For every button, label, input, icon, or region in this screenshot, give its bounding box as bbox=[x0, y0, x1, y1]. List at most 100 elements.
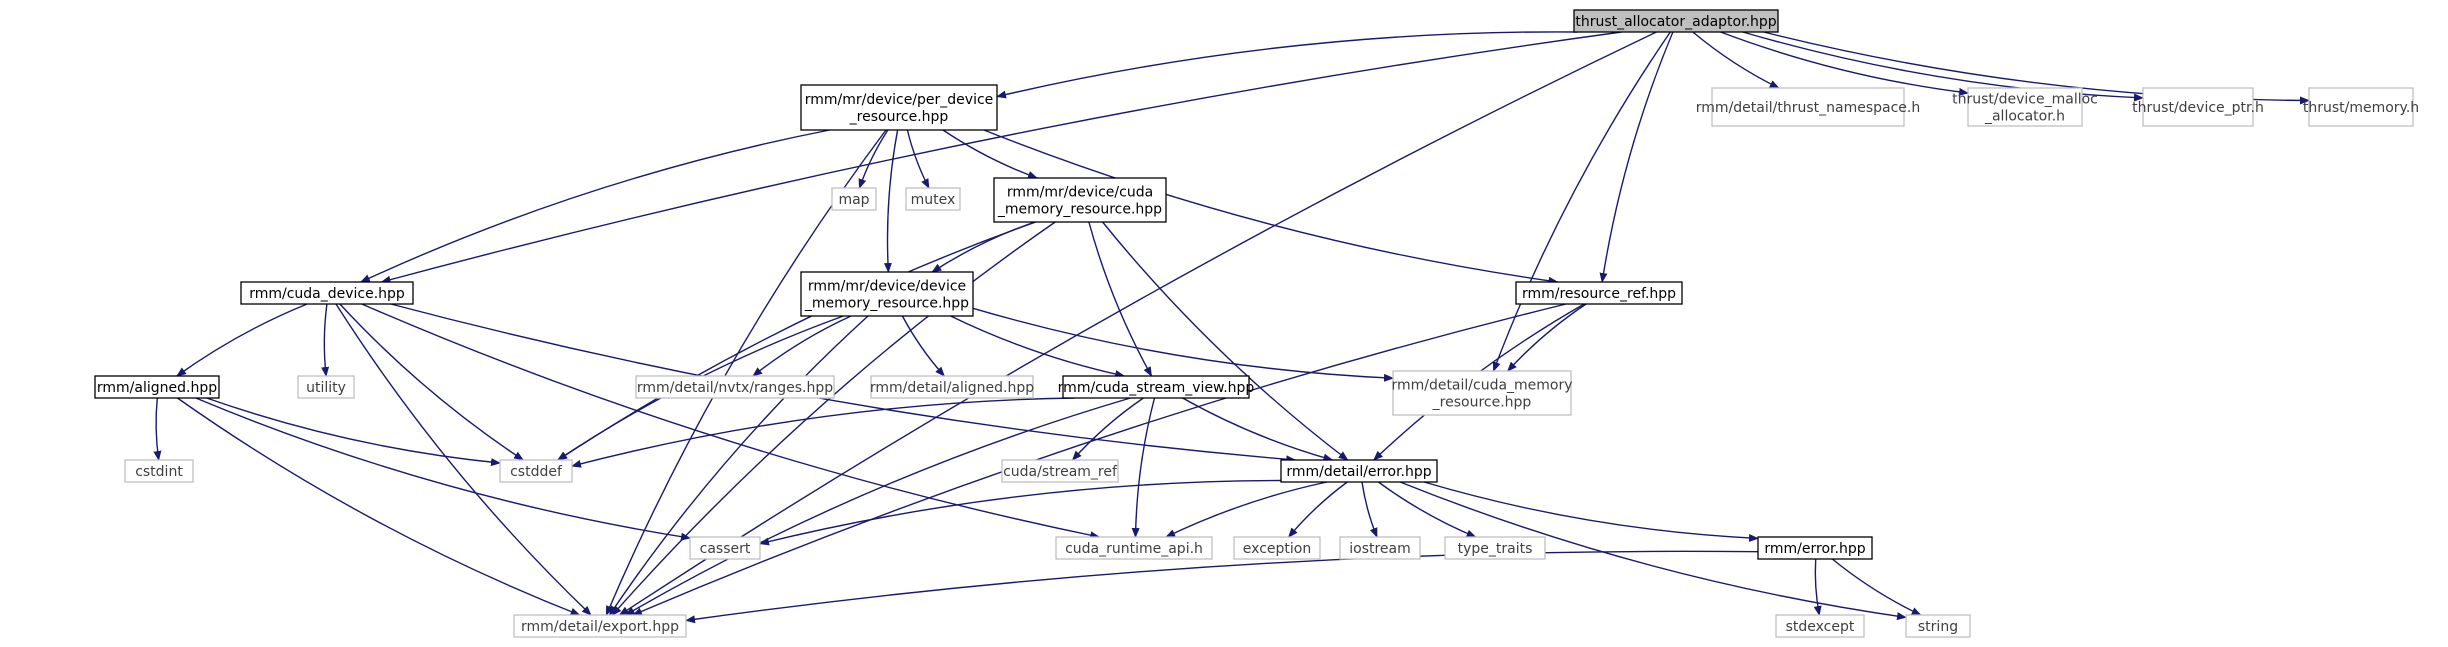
edge-pdr-to-map bbox=[858, 129, 889, 189]
edge-csv-to-cra bbox=[1131, 397, 1156, 538]
edge-csv-to-cstddef bbox=[571, 397, 1075, 468]
edge-csv-to-export bbox=[624, 397, 1131, 616]
node-label: rmm/detail/nvtx/ranges.hpp bbox=[637, 380, 833, 396]
node-box bbox=[1062, 375, 1250, 399]
node-cra: cuda_runtime_api.h bbox=[1055, 536, 1213, 560]
edge-derr-to-tt bbox=[1377, 481, 1477, 538]
node-box bbox=[1515, 281, 1683, 305]
node-box bbox=[1905, 614, 1971, 638]
edge-derr-to-iostream bbox=[1361, 481, 1378, 538]
edge-aligned-to-export bbox=[176, 397, 581, 616]
edge-root-to-pdr bbox=[996, 31, 1578, 99]
node-box bbox=[905, 187, 961, 211]
node-label: cstddef bbox=[510, 464, 563, 480]
node-cdev[interactable]: rmm/cuda_device.hpp bbox=[240, 281, 414, 305]
edge-rref-to-export bbox=[632, 303, 1567, 616]
edge-pdr-to-dmr bbox=[883, 129, 899, 273]
node-label: rmm/error.hpp bbox=[1764, 541, 1865, 557]
node-tmem: thrust/memory.h bbox=[2303, 87, 2419, 127]
node-label: _allocator.h bbox=[1984, 109, 2065, 125]
node-box bbox=[1392, 370, 1572, 416]
node-iostream: iostream bbox=[1339, 536, 1421, 560]
node-cstdint: cstdint bbox=[124, 459, 194, 483]
node-mutex: mutex bbox=[905, 187, 961, 211]
node-box bbox=[870, 375, 1034, 399]
edge-root-to-rref bbox=[1599, 31, 1674, 283]
edge-pdr-to-cdev bbox=[359, 129, 830, 283]
node-box bbox=[689, 536, 761, 560]
edge-derr-to-exception bbox=[1288, 481, 1348, 538]
edge-cdev-to-derr bbox=[390, 303, 1297, 464]
edge-derr-to-cassert bbox=[759, 479, 1282, 546]
node-label: stdexcept bbox=[1786, 619, 1855, 635]
node-rref[interactable]: rmm/resource_ref.hpp bbox=[1515, 281, 1683, 305]
edge-aligned-to-cstddef bbox=[206, 397, 501, 467]
node-pdr[interactable]: rmm/mr/device/per_device_resource.hpp bbox=[800, 84, 998, 131]
node-label: _memory_resource.hpp bbox=[997, 202, 1162, 218]
node-box bbox=[513, 614, 687, 638]
node-box bbox=[800, 271, 974, 317]
node-tdma: thrust/device_malloc_allocator.h bbox=[1952, 87, 2098, 127]
node-map: map bbox=[831, 187, 877, 211]
node-label: _resource.hpp bbox=[849, 109, 949, 125]
node-box bbox=[1444, 536, 1546, 560]
node-box bbox=[993, 177, 1167, 223]
node-tdp: thrust/device_ptr.h bbox=[2132, 87, 2264, 127]
node-derr[interactable]: rmm/detail/error.hpp bbox=[1280, 459, 1438, 483]
node-cmr[interactable]: rmm/mr/device/cuda_memory_resource.hpp bbox=[993, 177, 1167, 223]
node-label: cuda/stream_ref bbox=[1003, 464, 1118, 480]
node-box bbox=[94, 375, 220, 399]
node-box bbox=[1711, 87, 1905, 127]
node-label: map bbox=[838, 192, 869, 208]
node-box bbox=[1280, 459, 1438, 483]
edge-csv-to-sref bbox=[1071, 397, 1144, 461]
edge-pdr-to-rref bbox=[983, 129, 1559, 285]
node-root[interactable]: thrust_allocator_adaptor.hpp bbox=[1573, 9, 1779, 33]
edge-cmr-to-export bbox=[611, 221, 1056, 616]
node-dcmr: rmm/detail/cuda_memory_resource.hpp bbox=[1391, 370, 1573, 416]
node-label: string bbox=[1918, 619, 1958, 635]
node-label: _memory_resource.hpp bbox=[804, 296, 969, 312]
node-label: type_traits bbox=[1458, 541, 1533, 557]
node-label: exception bbox=[1243, 541, 1311, 557]
node-label: utility bbox=[306, 380, 346, 396]
edge-cmr-to-derr bbox=[1102, 221, 1349, 461]
node-box bbox=[1001, 459, 1119, 483]
node-nvtx: rmm/detail/nvtx/ranges.hpp bbox=[635, 375, 835, 399]
edge-dmr-to-csv bbox=[950, 315, 1126, 379]
node-dmr[interactable]: rmm/mr/device/device_memory_resource.hpp bbox=[800, 271, 974, 317]
node-label: rmm/detail/error.hpp bbox=[1286, 464, 1431, 480]
node-box bbox=[1967, 87, 2083, 127]
node-stdexcept: stdexcept bbox=[1775, 614, 1865, 638]
edge-layer bbox=[153, 31, 2310, 624]
node-label: rmm/aligned.hpp bbox=[97, 380, 217, 396]
node-box bbox=[800, 84, 998, 131]
edge-root-to-export bbox=[618, 31, 1657, 616]
edge-dmr-to-daligned bbox=[901, 315, 945, 377]
node-aligned[interactable]: rmm/aligned.hpp bbox=[94, 375, 220, 399]
node-cassert: cassert bbox=[689, 536, 761, 560]
edge-pdr-to-cmr bbox=[942, 129, 1038, 179]
node-rerr[interactable]: rmm/error.hpp bbox=[1757, 536, 1873, 560]
edge-cdev-to-cra bbox=[361, 303, 1101, 540]
edge-cdev-to-cstddef bbox=[339, 303, 524, 461]
node-label: _resource.hpp bbox=[1432, 395, 1532, 411]
node-label: thrust_allocator_adaptor.hpp bbox=[1575, 14, 1776, 30]
edge-dmr-to-dcmr bbox=[972, 307, 1394, 382]
node-box bbox=[1055, 536, 1213, 560]
node-box bbox=[1757, 536, 1873, 560]
node-label: cassert bbox=[700, 541, 751, 557]
node-utility: utility bbox=[297, 375, 355, 399]
node-label: rmm/detail/thrust_namespace.h bbox=[1696, 100, 1920, 116]
node-tt: type_traits bbox=[1444, 536, 1546, 560]
edge-root-to-tns bbox=[1692, 31, 1780, 89]
edge-root-to-dcmr bbox=[1492, 31, 1671, 372]
edge-derr-to-cra bbox=[1165, 481, 1328, 538]
node-box bbox=[1339, 536, 1421, 560]
node-label: rmm/detail/cuda_memory bbox=[1391, 378, 1572, 394]
edge-aligned-to-cassert bbox=[195, 397, 691, 541]
edge-cdev-to-aligned bbox=[176, 303, 308, 377]
node-label: rmm/cuda_stream_view.hpp bbox=[1058, 380, 1255, 396]
node-csv[interactable]: rmm/cuda_stream_view.hpp bbox=[1058, 375, 1255, 399]
